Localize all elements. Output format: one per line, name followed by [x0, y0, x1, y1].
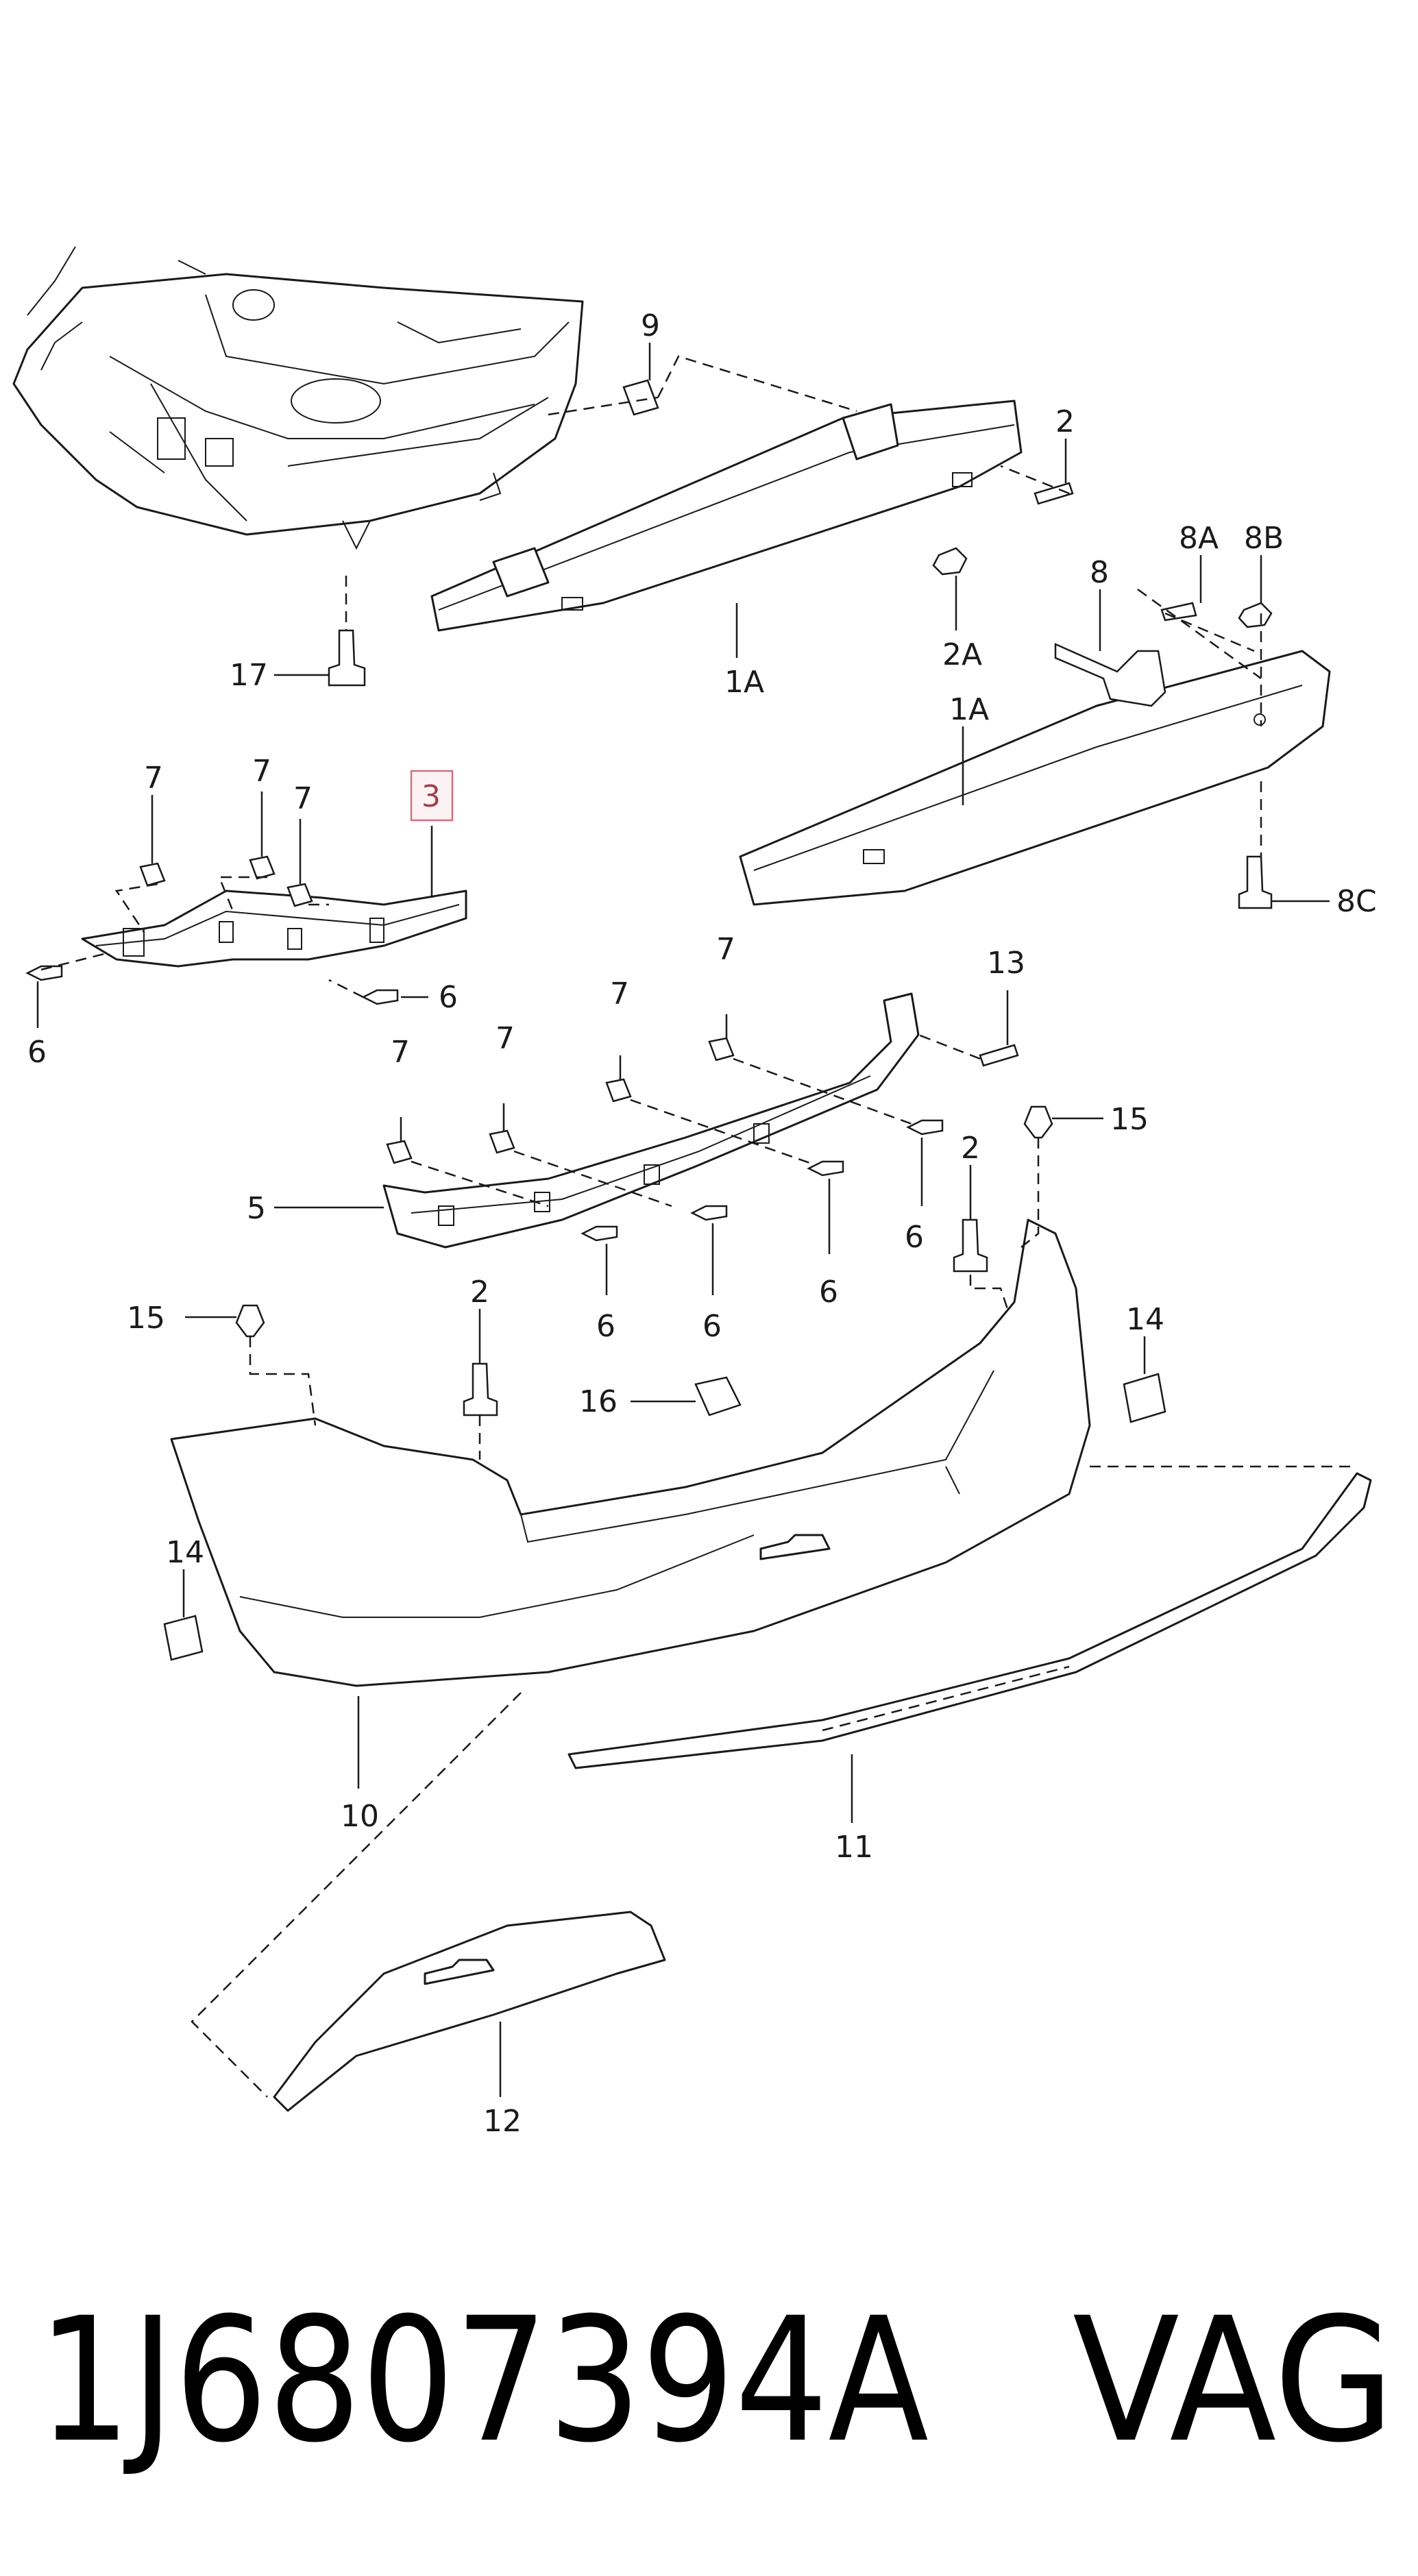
callout-7-g: 7 — [391, 1035, 410, 1070]
rear-body-frame — [12, 246, 584, 550]
callout-6-f: 6 — [702, 1309, 722, 1344]
callout-8C: 8C — [1336, 884, 1377, 919]
bracket-3 — [81, 890, 467, 968]
callout-6-c: 6 — [905, 1220, 924, 1255]
callout-2-low: 2 — [470, 1275, 489, 1310]
callout-11: 11 — [835, 1830, 873, 1865]
callout-6-d: 6 — [819, 1275, 838, 1310]
callout-8: 8 — [1090, 555, 1109, 590]
callout-5: 5 — [247, 1191, 266, 1226]
callout-6-b: 6 — [27, 1035, 47, 1070]
callout-9: 9 — [641, 308, 660, 343]
callout-2A: 2A — [942, 637, 982, 672]
callout-1A-top: 1A — [724, 665, 764, 700]
fasteners — [25, 379, 1273, 1661]
callout-12: 12 — [483, 2104, 522, 2139]
callout-7-b: 7 — [252, 754, 271, 789]
trim-panel-12 — [273, 1911, 666, 2112]
callout-17: 17 — [230, 658, 268, 693]
impact-bar-upper — [430, 400, 1023, 632]
part-number: 1J6807394A — [38, 2281, 929, 2480]
callout-7-a: 7 — [144, 761, 163, 796]
callout-8B: 8B — [1244, 521, 1284, 556]
callout-labels: 9 2 8A 8B 8 2A 1A 1A 17 8C 3 7 7 7 6 6 7… — [27, 308, 1377, 2139]
callout-3-highlight: 3 — [410, 770, 454, 822]
bumper-cover-10 — [170, 1218, 1091, 1687]
callout-1A-right: 1A — [949, 692, 989, 727]
brand-name: VAG — [1073, 2281, 1395, 2480]
callout-7-e: 7 — [610, 977, 629, 1011]
footer: 1J6807394A VAG — [38, 2281, 1395, 2480]
callout-13: 13 — [987, 946, 1025, 981]
callout-14-right: 14 — [1126, 1302, 1164, 1337]
callout-8A: 8A — [1179, 521, 1219, 556]
callout-6-a: 6 — [439, 980, 458, 1015]
callout-14-left: 14 — [166, 1535, 204, 1570]
callout-7-c: 7 — [293, 781, 313, 816]
callout-15-left: 15 — [127, 1301, 165, 1336]
callout-3: 3 — [421, 779, 441, 814]
bracket-5 — [382, 992, 920, 1249]
callout-7-f: 7 — [496, 1021, 515, 1056]
trim-strip-11 — [567, 1472, 1372, 1769]
callout-10: 10 — [341, 1799, 379, 1834]
callout-2-mid: 2 — [961, 1131, 980, 1166]
callout-2-top: 2 — [1055, 404, 1075, 439]
leader-lines — [36, 343, 1357, 2098]
impact-bar-lower — [739, 650, 1331, 906]
callout-15-right: 15 — [1110, 1102, 1149, 1137]
callout-6-e: 6 — [596, 1309, 615, 1344]
callout-16: 16 — [579, 1384, 618, 1419]
callout-7-d: 7 — [716, 932, 735, 967]
